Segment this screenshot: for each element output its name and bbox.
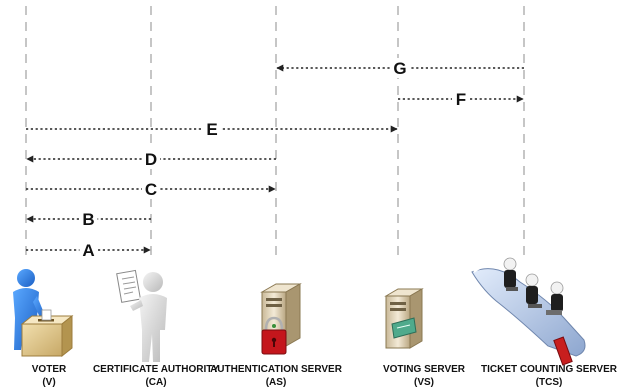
lifelines bbox=[25, 6, 525, 262]
message-label-bg bbox=[203, 119, 221, 139]
message-label-e: E bbox=[206, 120, 217, 139]
message-label-bg bbox=[391, 58, 409, 78]
actor-abbr-as: (AS) bbox=[266, 377, 287, 388]
message-label-bg bbox=[452, 89, 470, 109]
message-label-bg bbox=[79, 209, 98, 229]
voting-server-icon bbox=[384, 288, 424, 349]
ticket-counting-server-icon bbox=[471, 257, 586, 366]
actor-abbr-voter: (V) bbox=[42, 377, 55, 388]
actor-abbr-tcs: (TCS) bbox=[536, 377, 563, 388]
actor-name-voter: VOTER bbox=[32, 364, 67, 375]
certificate-authority-icon bbox=[116, 269, 167, 362]
message-label-bg bbox=[142, 179, 160, 199]
message-label-f: F bbox=[456, 90, 466, 109]
actor-name-vs: VOTING SERVER bbox=[383, 364, 466, 375]
message-label-b: B bbox=[82, 210, 94, 229]
actor-labels: VOTER (V) CERTIFICATE AUTHORITY (CA) AUTHENT… bbox=[32, 364, 618, 388]
message-label-g: G bbox=[393, 59, 406, 78]
message-label-a: A bbox=[82, 241, 94, 260]
message-label-bg bbox=[142, 149, 160, 169]
message-label-bg bbox=[79, 240, 98, 260]
actor-name-tcs: TICKET COUNTING SERVER bbox=[481, 364, 618, 375]
actor-name-ca: CERTIFICATE AUTHORITY bbox=[93, 364, 219, 375]
actor-name-as: AUTHENTICATION SERVER bbox=[210, 364, 343, 375]
authentication-server-icon bbox=[260, 283, 302, 355]
messages: G F E DC BA bbox=[26, 58, 524, 260]
actor-abbr-ca: (CA) bbox=[145, 377, 166, 388]
message-label-c: C bbox=[145, 180, 157, 199]
message-label-d: D bbox=[145, 150, 157, 169]
actor-abbr-vs: (VS) bbox=[414, 377, 434, 388]
voter-icon bbox=[13, 269, 74, 358]
